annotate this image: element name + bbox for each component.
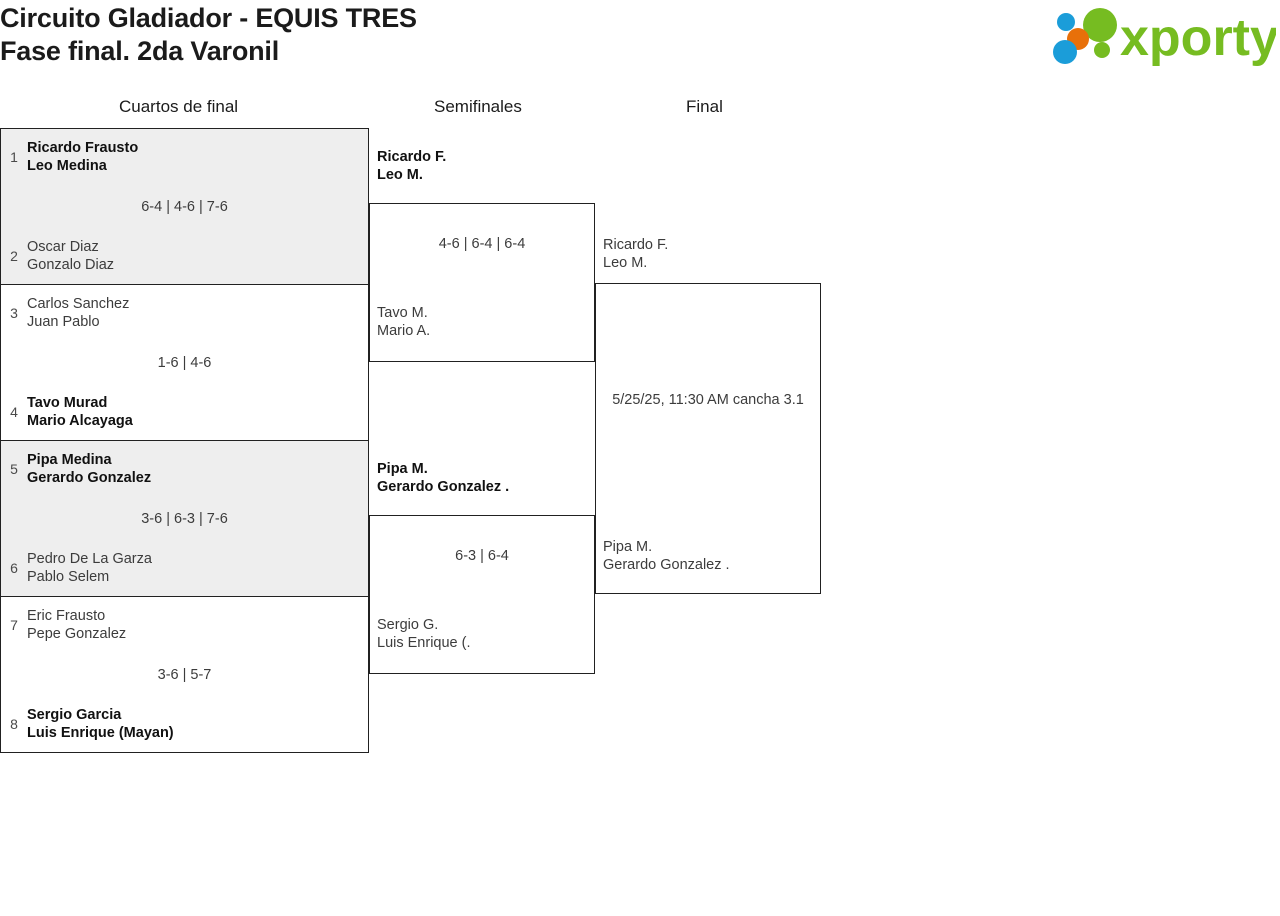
final-bottom-entry[interactable]: Pipa M. Gerardo Gonzalez . xyxy=(603,539,730,574)
team-names: Pipa Medina Gerardo Gonzalez xyxy=(27,451,152,486)
round-header-quarterfinals: Cuartos de final xyxy=(119,97,239,116)
team-names: Ricardo Frausto Leo Medina xyxy=(27,139,139,174)
seed-number: 5 xyxy=(10,461,18,477)
final-match-box[interactable] xyxy=(595,283,821,594)
round-header-final: Final xyxy=(686,97,723,116)
team-names: Pedro De La Garza Pablo Selem xyxy=(27,550,152,585)
team-names: Carlos Sanchez Juan Pablo xyxy=(27,295,130,330)
seed-number: 2 xyxy=(10,248,18,264)
qf-match-3-bottom-entry[interactable]: 6 Pedro De La Garza Pablo Selem xyxy=(1,548,368,588)
seed-number: 8 xyxy=(10,716,18,732)
sf-match-2-bottom-entry[interactable]: Sergio G. Luis Enrique (. xyxy=(377,617,471,652)
xporty-logo[interactable]: xporty xyxy=(1048,6,1276,68)
team-names: Eric Frausto Pepe Gonzalez xyxy=(27,607,127,642)
seed-number: 3 xyxy=(10,305,18,321)
qf-match-1-bottom-entry[interactable]: 2 Oscar Diaz Gonzalo Diaz xyxy=(1,236,368,276)
sf-match-1-bottom-entry[interactable]: Tavo M. Mario A. xyxy=(377,305,431,340)
seed-number: 6 xyxy=(10,560,18,576)
qf-match-4[interactable]: 7 Eric Frausto Pepe Gonzalez 3-6 | 5-7 8… xyxy=(0,596,369,753)
seed-number: 7 xyxy=(10,617,18,633)
qf-match-1-score: 6-4 | 4-6 | 7-6 xyxy=(141,198,228,215)
qf-match-3-top-entry[interactable]: 5 Pipa Medina Gerardo Gonzalez xyxy=(1,449,368,489)
qf-match-1[interactable]: 1 Ricardo Frausto Leo Medina 6-4 | 4-6 |… xyxy=(0,128,369,285)
sf-match-2-box[interactable] xyxy=(369,515,595,674)
team-names: Tavo Murad Mario Alcayaga xyxy=(27,394,133,429)
qf-match-2-bottom-entry[interactable]: 4 Tavo Murad Mario Alcayaga xyxy=(1,392,368,432)
sf-match-1-score: 4-6 | 6-4 | 6-4 xyxy=(438,236,526,252)
sf-match-2-top-entry[interactable]: Pipa M. Gerardo Gonzalez . xyxy=(377,461,510,496)
sf-match-1-box[interactable] xyxy=(369,203,595,362)
qf-match-1-top-entry[interactable]: 1 Ricardo Frausto Leo Medina xyxy=(1,137,368,177)
qf-match-4-top-entry[interactable]: 7 Eric Frausto Pepe Gonzalez xyxy=(1,605,368,645)
team-names: Oscar Diaz Gonzalo Diaz xyxy=(27,238,115,273)
final-schedule: 5/25/25, 11:30 AM cancha 3.1 xyxy=(612,392,804,408)
round-header-semifinals: Semifinales xyxy=(434,97,522,116)
qf-match-3[interactable]: 5 Pipa Medina Gerardo Gonzalez 3-6 | 6-3… xyxy=(0,440,369,597)
final-top-entry[interactable]: Ricardo F. Leo M. xyxy=(603,237,669,272)
qf-match-4-bottom-entry[interactable]: 8 Sergio Garcia Luis Enrique (Mayan) xyxy=(1,704,368,744)
sf-match-2-score: 6-3 | 6-4 xyxy=(455,548,509,564)
svg-text:xporty: xporty xyxy=(1120,9,1276,67)
team-names: Sergio Garcia Luis Enrique (Mayan) xyxy=(27,706,174,741)
sf-match-1-top-entry[interactable]: Ricardo F. Leo M. xyxy=(377,149,447,184)
qf-match-4-score: 3-6 | 5-7 xyxy=(157,666,212,683)
qf-match-2-score: 1-6 | 4-6 xyxy=(157,354,212,371)
qf-match-2-top-entry[interactable]: 3 Carlos Sanchez Juan Pablo xyxy=(1,293,368,333)
qf-match-2[interactable]: 3 Carlos Sanchez Juan Pablo 1-6 | 4-6 4 … xyxy=(0,284,369,441)
seed-number: 4 xyxy=(10,404,18,420)
qf-match-3-score: 3-6 | 6-3 | 7-6 xyxy=(141,510,228,527)
page-header: Circuito Gladiador - EQUIS TRES Fase fin… xyxy=(0,0,1280,85)
page-title: Circuito Gladiador - EQUIS TRES Fase fin… xyxy=(0,3,417,66)
seed-number: 1 xyxy=(10,149,18,165)
